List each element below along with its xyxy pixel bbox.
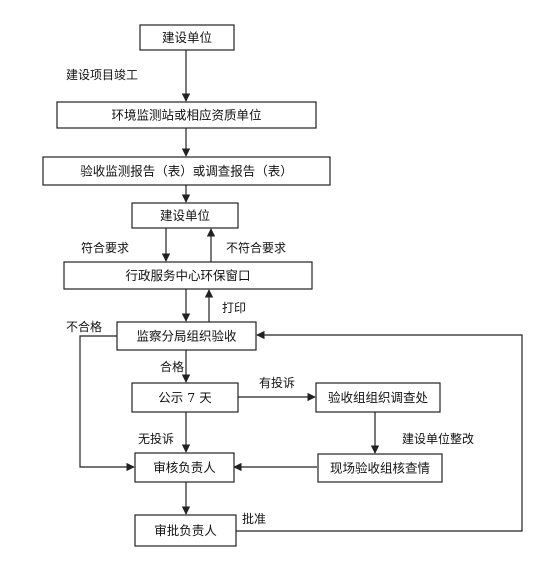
label-pizhun: 批准 bbox=[242, 511, 266, 526]
node-xianchang-label: 现场验收组核查情 bbox=[330, 461, 430, 476]
node-jianshe-top: 建设单位 bbox=[139, 24, 235, 51]
node-shenpi-label: 审批负责人 bbox=[154, 523, 217, 538]
node-jianshe-mid-label: 建设单位 bbox=[160, 208, 210, 223]
node-diaocha-label: 验收组组织调查处 bbox=[328, 390, 429, 405]
node-shenpi: 审批负责人 bbox=[134, 514, 237, 547]
node-gongshi: 公示 7 天 bbox=[131, 382, 239, 413]
label-zhenggai: 建设单位整改 bbox=[402, 431, 474, 446]
label-hege: 合格 bbox=[160, 359, 184, 374]
node-jiancha: 监察分局组织验收 bbox=[116, 321, 257, 351]
label-youtousu: 有投诉 bbox=[259, 375, 295, 390]
node-yanshou-baogao: 验收监测报告（表）或调查报告（表） bbox=[42, 156, 331, 186]
node-huanjing-label: 环境监测站或相应资质单位 bbox=[111, 108, 261, 123]
label-dayin: 打印 bbox=[222, 301, 246, 315]
node-huanjing: 环境监测站或相应资质单位 bbox=[56, 101, 317, 129]
edge-shenpi-pizhun-loop bbox=[236, 330, 523, 532]
node-shenhe-label: 审核负责人 bbox=[153, 460, 216, 475]
node-jianshe-top-label: 建设单位 bbox=[162, 30, 212, 45]
label-buhege: 不合格 bbox=[66, 319, 102, 334]
node-xianchang: 现场验收组核查情 bbox=[317, 453, 443, 483]
node-xingzheng-label: 行政服务中心环保窗口 bbox=[125, 268, 250, 283]
node-jianshe-mid: 建设单位 bbox=[131, 202, 239, 229]
node-shenhe: 审核负责人 bbox=[134, 452, 235, 483]
node-yanshou-baogao-label: 验收监测报告（表）或调查报告（表） bbox=[80, 164, 293, 179]
node-gongshi-label: 公示 7 天 bbox=[158, 390, 212, 405]
node-xingzheng: 行政服务中心环保窗口 bbox=[63, 261, 313, 290]
label-bufuhe: 不符合要求 bbox=[226, 240, 286, 255]
label-wutousu: 无投诉 bbox=[138, 431, 174, 446]
edges bbox=[79, 50, 523, 532]
edge-jiancha-buhege-loop bbox=[79, 335, 135, 472]
label-jungong: 建设项目竣工 bbox=[66, 67, 138, 82]
label-fuhe: 符合要求 bbox=[81, 240, 129, 255]
node-jiancha-label: 监察分局组织验收 bbox=[136, 329, 237, 344]
node-diaocha: 验收组组织调查处 bbox=[315, 382, 441, 413]
edge-labels: 建设项目竣工 符合要求 不符合要求 打印 不合格 合格 有投诉 无投诉 建设单位… bbox=[66, 67, 474, 526]
